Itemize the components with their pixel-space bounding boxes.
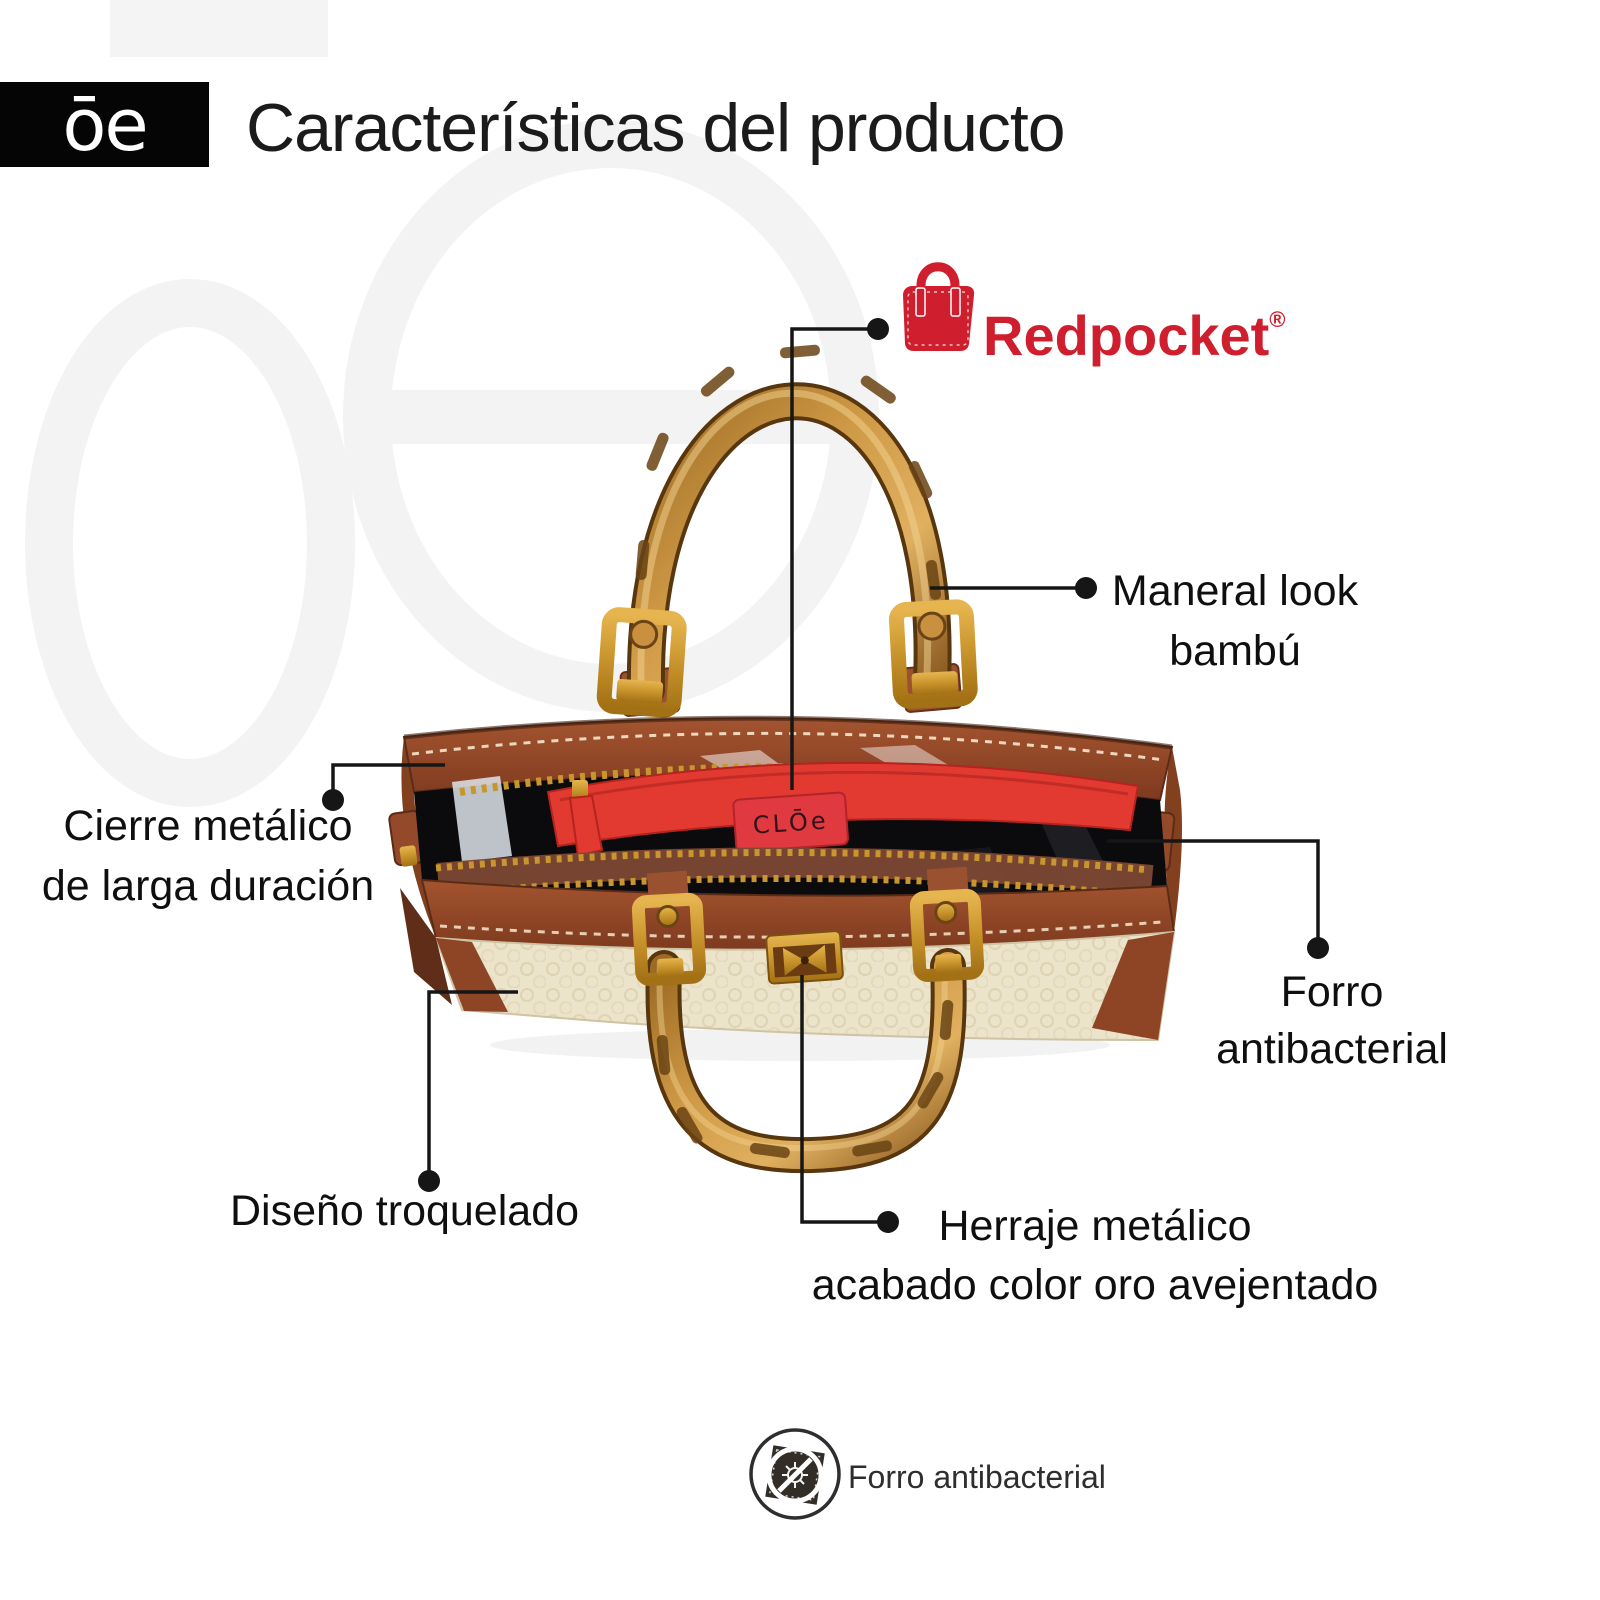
bag-interior: CLŌe (414, 745, 1167, 901)
front-zipper-tape (436, 847, 1154, 895)
callout-maneral (930, 577, 1097, 599)
gold-clamp-front-right (909, 888, 985, 982)
callout-forro (1107, 839, 1329, 959)
no-bacteria-glyph (782, 1462, 808, 1488)
label-cierre-metalico: Cierre metálico de larga duración (18, 796, 398, 916)
label-line: Maneral look (1111, 567, 1359, 615)
bag-front-panel (400, 888, 1176, 1042)
badge-label-forro-antibacterial: Forro antibacterial (848, 1459, 1106, 1495)
front-corner-left (400, 888, 452, 1005)
cloe-tag-text: CLŌe (752, 805, 830, 839)
red-zipper-pull (568, 780, 604, 858)
brand-logo-box: ōe (0, 82, 209, 167)
redpocket-wordmark: Redpocket® (983, 290, 1286, 366)
label-line: Diseño troquelado (230, 1187, 580, 1235)
callout-dot-redpocket (867, 318, 889, 340)
page-title: Características del producto (246, 90, 1066, 166)
label-line: Cierre metálico (63, 802, 353, 850)
callout-herraje (800, 975, 899, 1233)
callout-dot-maneral (1075, 577, 1097, 599)
callout-lines (322, 318, 1329, 1233)
callout-diseno (418, 990, 518, 1192)
redpocket-bag-icon (903, 262, 975, 351)
callout-dot-forro (1307, 937, 1329, 959)
front-zipper-teeth-1 (435, 848, 1151, 874)
gold-clamp-top-left (596, 607, 687, 718)
label-line: de larga duración (41, 862, 375, 910)
handbag: CLŌe (388, 344, 1182, 1174)
label-maneral-look-bambu: Maneral look bambú (1095, 561, 1375, 681)
cloe-tag: CLŌe (732, 791, 849, 853)
brand-logo-oe: ōe (62, 82, 148, 167)
label-line: acabado color oro avejentado (811, 1261, 1379, 1309)
label-herraje-metalico: Herraje metálico acabado color oro aveje… (795, 1197, 1395, 1315)
label-line: Herraje metálico (938, 1202, 1252, 1250)
callout-dot-diseno (418, 1170, 440, 1192)
redpocket-wordmark-text: Redpocket (983, 304, 1270, 367)
gold-clamp-top-right (889, 599, 978, 709)
callout-dot-herraje (877, 1211, 899, 1233)
label-line: Forro (1280, 968, 1384, 1016)
label-line: bambú (1169, 627, 1301, 675)
label-line: antibacterial (1216, 1025, 1448, 1073)
side-tab-left (388, 809, 426, 867)
bamboo-handle-front (645, 948, 967, 1174)
gold-brand-emblem (765, 930, 844, 985)
label-diseno-troquelado: Diseño troquelado (230, 1186, 650, 1236)
interior-reflection-left (452, 776, 512, 862)
label-forro-antibacterial: Forro antibacterial (1182, 964, 1482, 1078)
callout-cierre (322, 763, 445, 811)
callout-redpocket (790, 318, 889, 790)
registered-mark: ® (1269, 307, 1286, 332)
antibacterial-badge-icon (749, 1428, 841, 1520)
callout-dot-cierre (322, 789, 344, 811)
gold-clamp-front-left (631, 892, 707, 986)
front-zipper-teeth-2 (443, 874, 1155, 900)
front-gusset-right (1092, 932, 1174, 1040)
